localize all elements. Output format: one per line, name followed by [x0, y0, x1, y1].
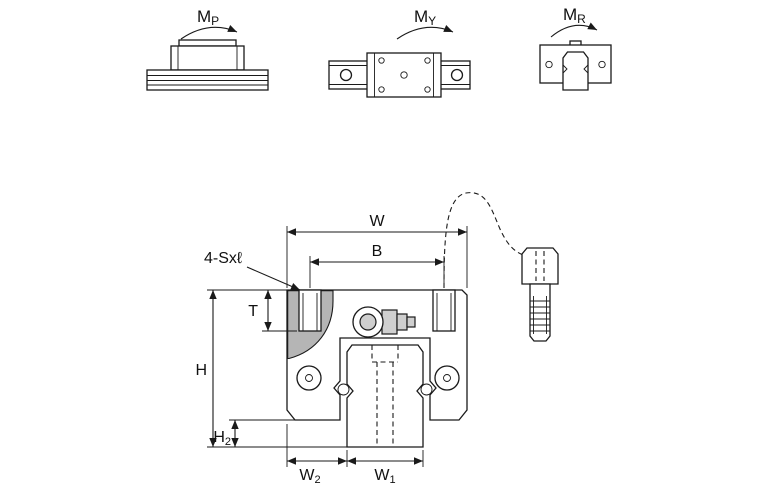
mp-label: MP: [197, 7, 219, 28]
tapped-hole-left: [298, 289, 322, 332]
bolt-socket-hidden-lines: [535, 251, 545, 281]
mr-end-screw: [598, 60, 606, 69]
bolt-shaft: [529, 283, 551, 342]
mr-end-screw: [545, 60, 553, 69]
mr-rail-grooves: [562, 64, 589, 74]
mr-label: MR: [563, 5, 586, 26]
bolt-assembly-path: [443, 192, 523, 289]
tapped-hole-right: [432, 289, 456, 332]
my-corner-screw: [424, 86, 431, 93]
rail-profile: [346, 344, 424, 448]
moment-view-mr: MR: [539, 5, 612, 91]
grease-nipple: [352, 306, 416, 338]
dim-label-w2: W2: [299, 467, 320, 486]
tapped-hole-left-threads: [302, 293, 318, 331]
dim-label-h2: H2: [213, 429, 231, 448]
cross-section-view: W B 4-Sxℓ T H H2 W2 W1: [195, 192, 559, 486]
tapped-hole-left-bore: [298, 289, 322, 332]
mp-block-top-plate: [178, 39, 237, 47]
mp-rail: [146, 69, 269, 91]
my-moment-arrow-icon: [396, 25, 454, 40]
grease-nipple-step: [396, 313, 408, 331]
dimensions: W B 4-Sxℓ T H H2 W2 W1: [195, 213, 468, 486]
moment-view-mp: MP: [146, 7, 269, 91]
mounting-bolt: [521, 247, 559, 342]
ball-left: [337, 383, 350, 396]
mp-moment-arrow-icon: [180, 25, 238, 40]
my-corner-screw: [378, 57, 385, 64]
return-tube-right: [434, 365, 460, 391]
bolt-head: [521, 247, 559, 285]
dim-label-t: T: [248, 303, 258, 320]
ball-right: [420, 383, 433, 396]
my-corner-screw: [424, 57, 431, 64]
return-tube-left: [296, 365, 322, 391]
grease-nipple-head: [359, 313, 377, 331]
bolt-callout-label: 4-Sxℓ: [204, 250, 242, 267]
dim-label-h: H: [195, 362, 207, 379]
my-corner-screw: [378, 86, 385, 93]
bolt-callout-leader: [246, 266, 301, 291]
tapped-hole-right-threads: [436, 293, 452, 331]
my-rail-hole-right: [450, 68, 464, 82]
mr-moment-arrow-icon: [550, 22, 598, 38]
my-rail-hole-left: [339, 68, 353, 82]
return-tube-right-center: [443, 374, 451, 382]
dim-label-w: W: [369, 213, 385, 230]
dim-label-w1: W1: [374, 467, 395, 486]
bolt-thread-roots: [533, 296, 547, 334]
grease-nipple-tip: [406, 316, 416, 328]
my-grease-nipple: [400, 71, 408, 79]
my-end-seals: [374, 53, 434, 97]
my-block-body: [366, 52, 442, 98]
block-outline: [286, 289, 468, 421]
dim-label-b: B: [372, 243, 383, 260]
tapped-hole-right-bore: [432, 289, 456, 332]
mp-block-body: [170, 45, 245, 71]
mr-rail-profile: [562, 51, 589, 91]
grease-nipple-body: [381, 309, 398, 335]
moment-view-my: MY: [328, 7, 471, 98]
return-tube-left-center: [305, 374, 313, 382]
mp-end-seals: [177, 46, 238, 70]
my-label: MY: [414, 7, 436, 28]
mp-rail-grooves: [147, 75, 268, 86]
rail-bolt-hole-hidden-lines: [371, 345, 399, 446]
bolt-threads: [530, 300, 550, 332]
